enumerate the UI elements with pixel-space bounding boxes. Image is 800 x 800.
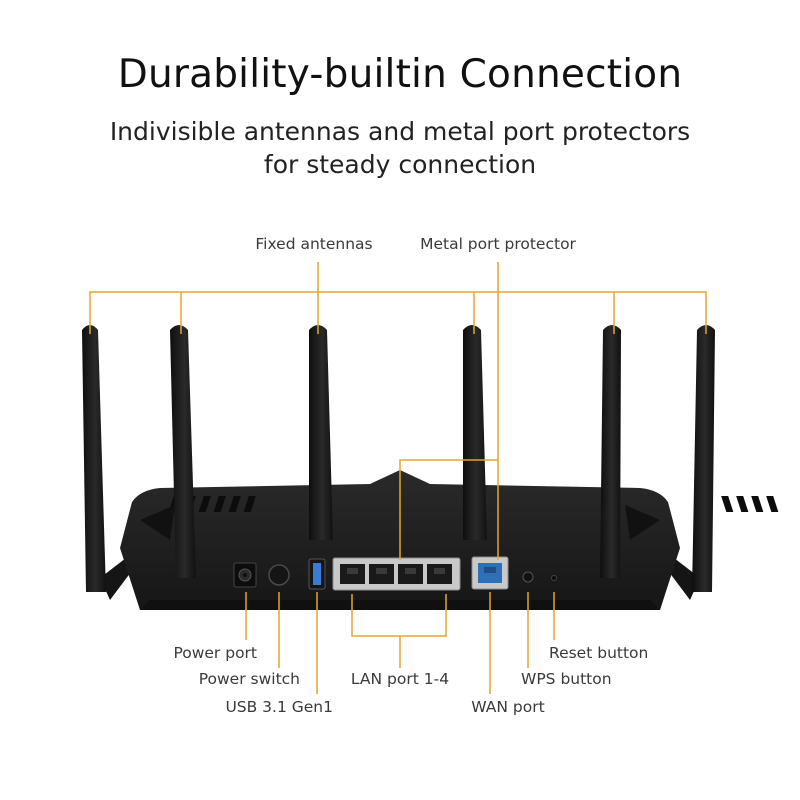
label-wan-port: WAN port [471, 698, 544, 716]
label-lan-ports: LAN port 1-4 [351, 670, 449, 688]
label-metal-port-protector: Metal port protector [420, 235, 576, 253]
label-fixed-antennas: Fixed antennas [255, 235, 372, 253]
power-port [233, 562, 257, 588]
antenna-5 [600, 325, 621, 578]
lan-ports [332, 557, 461, 591]
antenna-3 [309, 325, 333, 540]
wan-port [471, 556, 509, 590]
leader-lines-top [89, 262, 707, 560]
label-power-switch: Power switch [199, 670, 300, 688]
usb-port [308, 558, 326, 590]
page-title: Durability-builtin Connection [117, 52, 683, 97]
antenna-4 [463, 325, 487, 540]
rear-panel-ports [233, 556, 557, 591]
label-reset-button: Reset button [549, 644, 648, 662]
label-wps-button: WPS button [521, 670, 612, 688]
subtitle-line-2: for steady connection [263, 150, 537, 179]
subtitle-line-1: Indivisible antennas and metal port prot… [109, 117, 691, 146]
antenna-6 [692, 325, 715, 592]
antenna-1 [82, 325, 106, 592]
antennas [82, 325, 715, 592]
leader-lines-bottom [245, 592, 555, 694]
antenna-2 [170, 325, 196, 578]
wps-button [522, 571, 534, 583]
power-switch [268, 564, 290, 586]
side-antenna-stubs [100, 558, 700, 600]
label-power-port: Power port [173, 644, 257, 662]
reset-button [551, 575, 557, 581]
label-usb: USB 3.1 Gen1 [225, 698, 333, 716]
